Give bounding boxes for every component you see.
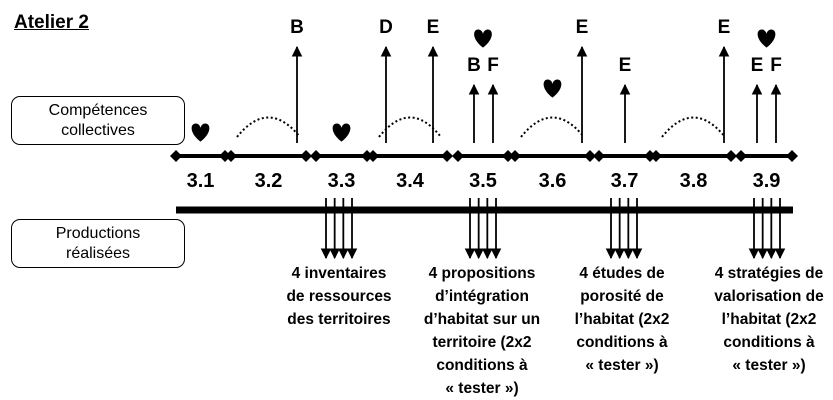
production-text: 4 études de porosité de l’habitat (2x2 cond… [566,262,678,377]
dotted-arc [520,116,585,138]
production-line: territoire (2x2 [432,334,532,351]
production-line: « tester ») [585,357,659,374]
segment-label: 3.1 [187,170,215,192]
diamond-marker [735,150,747,162]
arrow-label: B [467,55,481,76]
production-line: valorisation de [714,288,824,305]
production-line: conditions à [723,334,815,351]
diamond-marker [225,150,237,162]
arrow-label: F [487,55,499,76]
production-line: l’habitat (2x2 [574,311,670,328]
segment-label: 3.3 [328,170,356,192]
production-line: l’habitat (2x2 [721,311,817,328]
heart-icon [757,29,776,48]
dotted-arc [378,116,442,138]
heart-icon [543,79,562,98]
production-line: « tester ») [732,357,806,374]
heart-icon [191,123,210,142]
production-text: 4 propositions d’intégration d’habitat sur… [418,262,546,400]
production-line: 4 propositions [428,265,536,282]
row-label-competences: Compétences collectives [11,96,185,145]
diagram-title: Atelier 2 [14,12,89,33]
diamond-marker [367,150,379,162]
arrow-label: D [379,17,393,38]
production-text: 4 stratégies de valorisation de l’habitat … [708,262,830,377]
row-label-line: Compétences [48,101,148,119]
row-label-line: Productions [55,224,141,242]
arrow-label: E [751,55,764,76]
diamond-marker [310,150,322,162]
segment-label: 3.8 [680,170,708,192]
production-line: d’habitat sur un [423,311,541,328]
production-line: 4 inventaires [291,265,387,282]
arrow-label: E [718,17,731,38]
production-line: 4 stratégies de [714,265,824,282]
row-label-line: collectives [61,121,135,139]
segment-label: 3.7 [611,170,639,192]
production-line: « tester ») [445,380,519,397]
diamond-marker [300,150,312,162]
dotted-arc [661,116,726,138]
production-line: 4 études de [579,265,665,282]
heart-icon [332,123,351,142]
segment-label: 3.5 [469,170,497,192]
diamond-marker [650,150,662,162]
production-line: porosité de [580,288,664,305]
diamond-marker [786,150,798,162]
diamond-marker [584,150,596,162]
arrow-label: E [619,55,632,76]
production-line: conditions à [576,334,668,351]
diamond-marker [725,150,737,162]
production-line: de ressources [286,288,392,305]
arrow-label: E [576,17,589,38]
heart-icon [474,29,492,48]
row-label-productions: Productions réalisées [11,219,185,268]
arrow-label: E [427,17,440,38]
segment-label: 3.9 [753,170,781,192]
diamond-marker [452,150,464,162]
segment-label: 3.4 [396,170,425,192]
segment-label: 3.2 [255,170,283,192]
production-line: conditions à [436,357,528,374]
segment-label: 3.6 [539,170,567,192]
production-text: 4 inventaires de ressources des territoire… [277,262,401,331]
row-label-line: réalisées [65,244,131,262]
arrow-label: B [290,17,304,38]
diamond-marker [170,150,182,162]
production-line: des territoires [287,311,391,328]
arrow-label: F [770,55,782,76]
diamond-marker [441,150,453,162]
production-line: d’intégration [435,288,529,305]
diamond-marker [593,150,605,162]
diamond-marker [509,150,521,162]
diamond-marker [502,150,514,162]
dotted-arc [236,116,301,138]
